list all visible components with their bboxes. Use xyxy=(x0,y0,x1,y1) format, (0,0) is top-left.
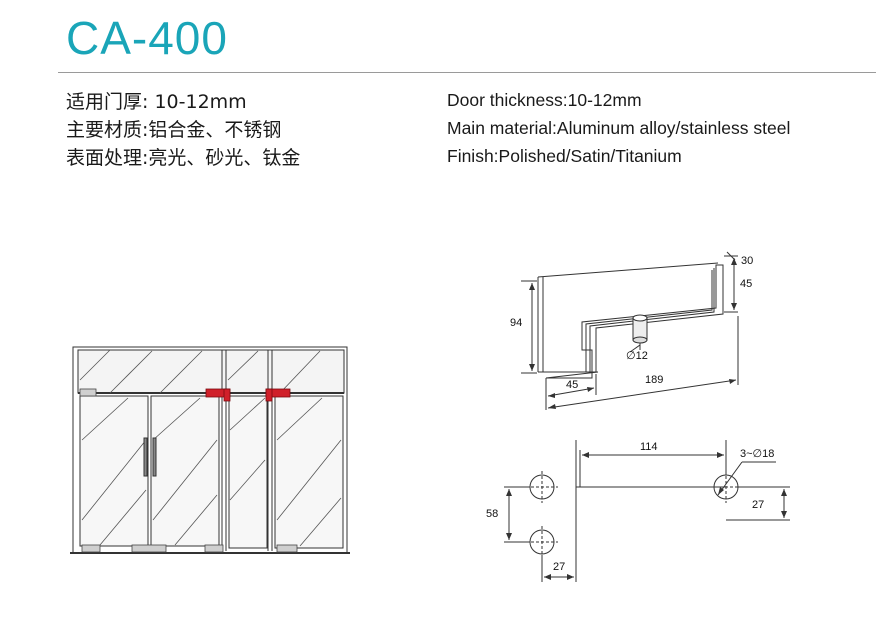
header-divider xyxy=(58,72,876,73)
page-title: CA-400 xyxy=(66,12,228,64)
dim-27-bottom-label: 27 xyxy=(553,561,565,573)
side-panel-center xyxy=(228,395,268,549)
dim-189-label: 189 xyxy=(645,374,663,386)
side-panel-right xyxy=(274,395,344,549)
spec-en-finish: Finish:Polished/Satin/Titanium xyxy=(447,146,682,166)
spec-en-material: Main material:Aluminum alloy/stainless s… xyxy=(447,118,791,138)
spec-cn-value: 10-12mm xyxy=(154,91,247,113)
spec-cn-door-thickness: 适用门厚: 10-12mm xyxy=(66,88,300,116)
dim-phi12-label: ∅12 xyxy=(626,350,648,362)
bottom-patch-fitting xyxy=(81,544,101,553)
spec-cn-label: 表面处理: xyxy=(66,147,149,169)
spec-en-door-thickness: Door thickness:10-12mm xyxy=(447,90,642,110)
dim-114-label: 114 xyxy=(640,441,658,453)
spec-cn-material: 主要材质:铝合金、不锈钢 xyxy=(66,116,300,144)
dim-3phi18-label: 3~∅18 xyxy=(740,448,774,460)
dim-45-right-label: 45 xyxy=(740,278,752,290)
bottom-patch-fitting xyxy=(204,544,224,553)
spec-cn-value: 亮光、砂光、钛金 xyxy=(148,147,301,169)
dim-30-label: 30 xyxy=(741,255,753,267)
spec-cn-label: 适用门厚: xyxy=(66,91,149,113)
specs-chinese: 适用门厚: 10-12mm 主要材质:铝合金、不锈钢 表面处理:亮光、砂光、钛金 xyxy=(66,88,300,172)
transom-glass xyxy=(77,349,345,394)
specs-english: Door thickness:10-12mm Main material:Alu… xyxy=(447,86,790,170)
spec-cn-label: 主要材质: xyxy=(66,119,149,141)
door-leaf-left xyxy=(79,395,149,547)
door-leaf-right xyxy=(150,395,220,547)
dim-27-right-label: 27 xyxy=(752,499,764,511)
dim-58-label: 58 xyxy=(486,508,498,520)
bottom-patch-fitting xyxy=(131,544,167,553)
spec-cn-value: 铝合金、不锈钢 xyxy=(148,119,282,141)
bottom-patch-fitting xyxy=(276,544,298,553)
top-patch-fitting-left xyxy=(79,388,97,397)
spec-cn-finish: 表面处理:亮光、砂光、钛金 xyxy=(66,144,300,172)
dim-94-label: 94 xyxy=(510,317,522,329)
dim-45-bottom-label: 45 xyxy=(566,379,578,391)
